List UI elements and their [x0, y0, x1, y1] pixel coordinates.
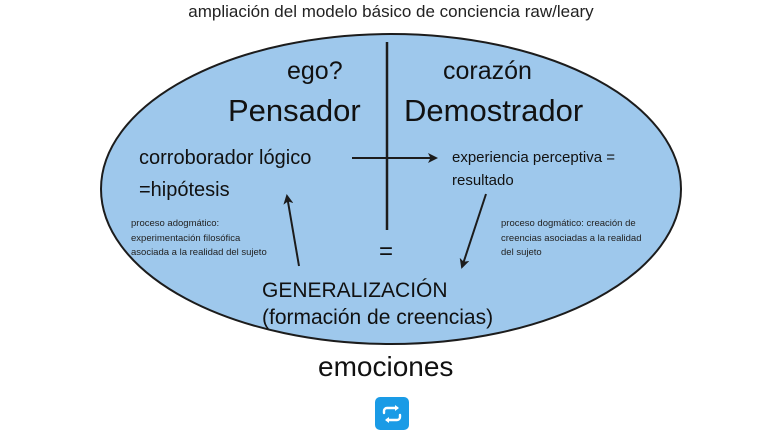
arrow-generalization-to-hypothesis	[283, 194, 300, 267]
dogmatic-line-1: proceso dogmático: creación de	[501, 218, 636, 229]
heart-label: corazón	[443, 57, 532, 85]
loop-icon	[382, 404, 402, 423]
dogmatic-line-2: creencias asociadas a la realidad	[501, 232, 642, 244]
demonstrator-label: Demostrador	[404, 93, 584, 128]
ego-question-label: ego?	[287, 57, 343, 85]
generalization-line-1: GENERALIZACIÓN	[262, 279, 448, 302]
result-text: experiencia perceptiva = resultado	[452, 146, 615, 193]
adogmatic-note: proceso adogmático: experimentación filo…	[131, 217, 267, 261]
generalization-block: GENERALIZACIÓN (formación de creencias)	[262, 277, 493, 332]
result-line-2: resultado	[452, 172, 514, 190]
emotions-label: emociones	[318, 351, 454, 382]
equals-sign: =	[379, 238, 394, 265]
adogmatic-line-3: asociada a la realidad del sujeto	[131, 247, 267, 259]
diagram-title: ampliación del modelo básico de concienc…	[188, 2, 594, 21]
arrow-result-to-generalization	[459, 193, 487, 269]
dogmatic-line-3: del sujeto	[501, 247, 542, 259]
belief-ellipse	[100, 33, 682, 345]
thinker-label: Pensador	[228, 93, 361, 128]
adogmatic-line-1: proceso adogmático:	[131, 218, 220, 229]
hypothesis-line-2: =hipótesis	[139, 179, 230, 201]
dogmatic-note: proceso dogmático: creación de creencias…	[501, 217, 641, 261]
generalization-line-2: (formación de creencias)	[262, 306, 494, 330]
loop-button[interactable]	[375, 397, 409, 430]
result-line-1: experiencia perceptiva =	[452, 149, 616, 166]
hypothesis-line-1: corroborador lógico	[139, 147, 312, 169]
adogmatic-line-2: experimentación filosófica	[131, 232, 241, 244]
